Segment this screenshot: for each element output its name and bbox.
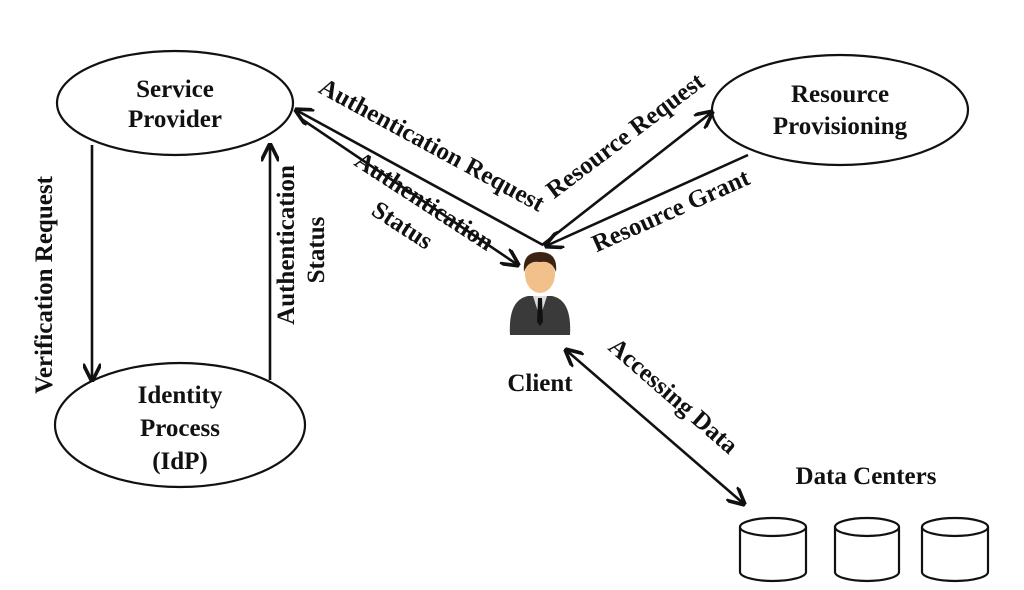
authentication-status-arrow — [299, 116, 518, 265]
data-centers-label: Data Centers — [796, 463, 937, 490]
edge-label: Resource Grant — [588, 164, 755, 258]
edge-label: Verification Request — [31, 175, 58, 393]
edge-label: Status — [303, 216, 330, 283]
resource-grant-arrow — [546, 153, 749, 246]
resource-provisioning-node: Resource Provisioning — [710, 53, 970, 167]
node-label: Resource — [791, 81, 889, 108]
node-label: Provisioning — [773, 113, 908, 140]
node-label: (IdP) — [152, 448, 208, 475]
identity-process-node: Identity Process (IdP) — [53, 361, 307, 489]
client-person-icon — [509, 252, 571, 335]
edge-label: Accessing Data — [603, 333, 743, 460]
edge-label: Authentication — [273, 165, 300, 325]
database-icon — [738, 516, 808, 583]
database-icon — [833, 516, 901, 583]
client-label: Client — [507, 370, 573, 397]
node-label: Identity — [138, 382, 223, 409]
database-icon — [920, 516, 990, 583]
accessing-data-arrow — [566, 350, 744, 504]
node-label: Service — [136, 76, 214, 103]
node-label: Process — [140, 415, 220, 442]
resource-request-arrow — [541, 112, 712, 247]
authentication-request-arrow — [296, 110, 544, 247]
node-label: Provider — [128, 106, 222, 133]
service-provider-node: Service Provider — [55, 49, 295, 157]
